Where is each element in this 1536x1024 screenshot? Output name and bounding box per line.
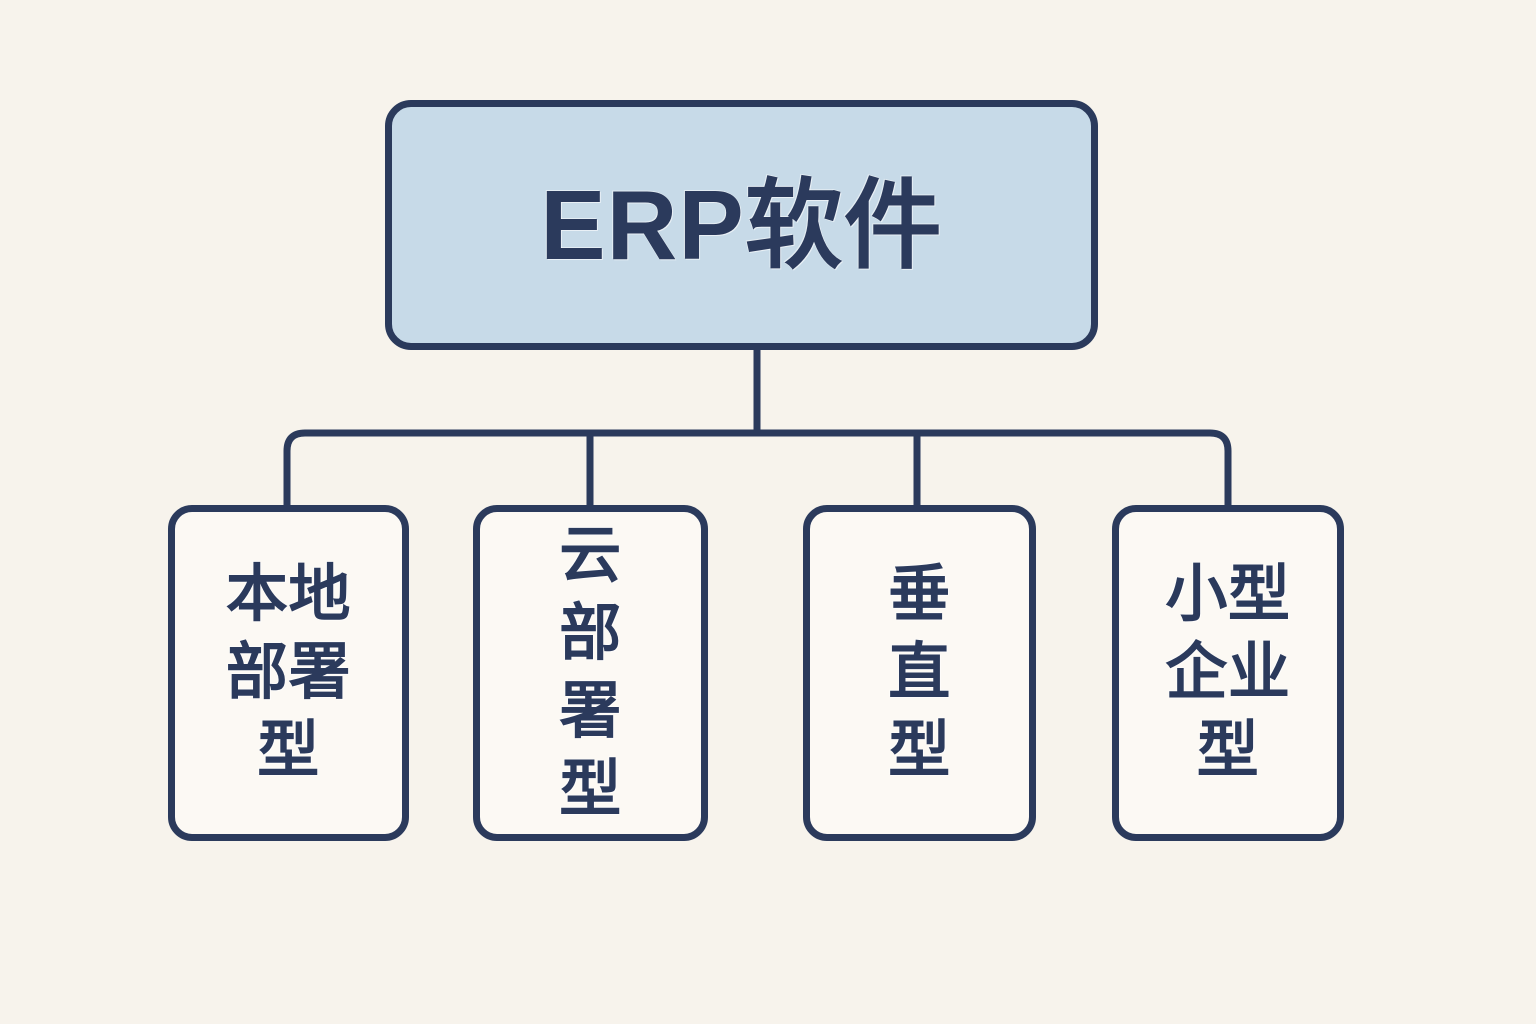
connector-bus xyxy=(283,429,1232,505)
node-root-label: ERP软件 xyxy=(540,169,943,280)
node-child-vertical[interactable]: 垂直型 xyxy=(803,505,1036,841)
node-child-on-premise[interactable]: 本地部署型 xyxy=(168,505,409,841)
node-root-erp-software[interactable]: ERP软件 xyxy=(385,100,1098,350)
node-child-label-2: 垂直型 xyxy=(888,559,951,786)
node-child-label-1: 云部署型 xyxy=(559,520,622,825)
node-child-label-0: 本地部署型 xyxy=(225,559,352,786)
node-child-cloud[interactable]: 云部署型 xyxy=(473,505,708,841)
node-child-small-business[interactable]: 小型企业型 xyxy=(1112,505,1344,841)
node-child-label-3: 小型企业型 xyxy=(1165,559,1291,786)
